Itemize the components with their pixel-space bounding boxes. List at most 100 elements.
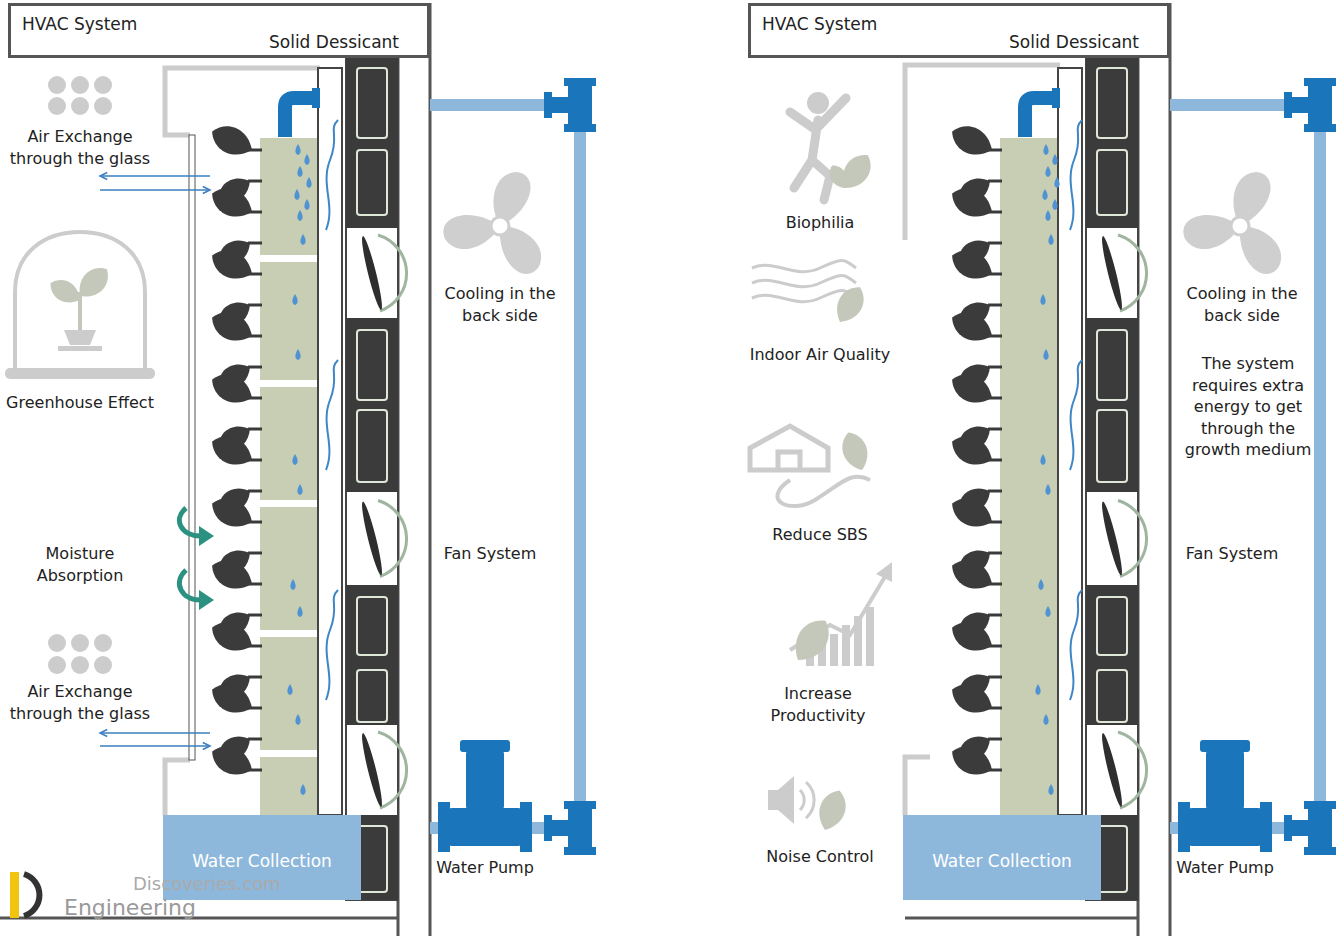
chart-bar bbox=[866, 607, 874, 666]
icon-leaf bbox=[813, 786, 851, 834]
feature-label: Greenhouse Effect bbox=[5, 392, 155, 414]
growth-medium bbox=[260, 262, 318, 380]
pipe-flange bbox=[1304, 801, 1336, 809]
desiccant-cartridge bbox=[357, 826, 387, 892]
desiccant-block bbox=[1086, 55, 1138, 228]
air-arrow bbox=[100, 745, 210, 747]
growth-medium bbox=[260, 757, 318, 815]
fan-arc bbox=[1118, 732, 1147, 808]
pipe-flange bbox=[564, 847, 596, 855]
pump-flange bbox=[1260, 802, 1272, 852]
desiccant-cartridge bbox=[357, 330, 387, 400]
air-flow bbox=[326, 120, 338, 230]
water-droplet bbox=[297, 606, 302, 617]
water-droplet bbox=[1043, 349, 1048, 360]
hvac-box: HVAC SystemSolid Dessicant bbox=[8, 3, 430, 58]
pump-flange bbox=[438, 802, 450, 852]
air-wave bbox=[752, 260, 856, 271]
figure-head bbox=[807, 92, 829, 114]
leaf-stem bbox=[988, 428, 1002, 431]
pump-body bbox=[1206, 748, 1244, 812]
fan-icon-hub bbox=[491, 217, 509, 235]
air-particle bbox=[71, 97, 89, 115]
leaf bbox=[947, 367, 998, 410]
fan-arc bbox=[1118, 235, 1147, 311]
leaf-stem bbox=[248, 242, 262, 245]
logo-bar bbox=[10, 872, 19, 918]
water-droplet bbox=[297, 484, 302, 495]
air-particle bbox=[48, 76, 66, 94]
growth-medium bbox=[260, 637, 318, 750]
desiccant-cartridge bbox=[357, 597, 387, 655]
water-droplet bbox=[297, 166, 302, 177]
water-droplet bbox=[1045, 166, 1050, 177]
chart-arrow-head bbox=[876, 562, 892, 582]
benefit-label: Reduce SBS bbox=[745, 524, 895, 546]
pipe-flange bbox=[1304, 78, 1336, 86]
benefit-label: Increase Productivity bbox=[743, 683, 893, 726]
water-droplet bbox=[304, 154, 309, 165]
leaf bbox=[947, 305, 998, 348]
arrow-head bbox=[100, 173, 107, 180]
component-label: Fan System bbox=[420, 543, 560, 565]
leaf bbox=[947, 119, 998, 162]
pipe-tee bbox=[568, 85, 592, 125]
leaf bbox=[947, 553, 998, 596]
pipe-tee bbox=[1308, 808, 1332, 848]
water-outlet bbox=[1025, 98, 1056, 137]
fan-blade bbox=[359, 235, 385, 311]
pump-cap bbox=[1200, 740, 1250, 752]
water-droplet bbox=[1045, 606, 1050, 617]
desiccant-cartridge bbox=[1097, 597, 1127, 655]
leaf-stem bbox=[248, 738, 262, 741]
leaf bbox=[947, 429, 998, 472]
pipe-tee bbox=[568, 808, 592, 848]
icon-leaf bbox=[786, 612, 837, 668]
leaf bbox=[207, 553, 258, 596]
water-droplet bbox=[297, 210, 302, 221]
air-particle bbox=[71, 656, 89, 674]
leaf-stem bbox=[248, 490, 262, 493]
leaf-stem bbox=[248, 428, 262, 431]
desiccant-block bbox=[1086, 585, 1138, 725]
pipe-flange bbox=[1304, 124, 1336, 132]
pipe-flange bbox=[1052, 88, 1060, 108]
component-label: Water Pump bbox=[1155, 857, 1295, 879]
arrow-head bbox=[199, 526, 214, 546]
moisture-arrow bbox=[179, 570, 200, 600]
leaf-stem bbox=[988, 738, 1002, 741]
leaf bbox=[207, 739, 258, 782]
floor bbox=[905, 917, 1138, 920]
component-name: Solid Dessicant bbox=[269, 31, 399, 54]
water-droplet bbox=[1043, 714, 1048, 725]
leaf-stem bbox=[988, 490, 1002, 493]
water-droplet bbox=[306, 177, 311, 188]
water-droplet bbox=[290, 579, 295, 590]
benefit-label: Noise Control bbox=[745, 846, 895, 868]
water-droplet bbox=[292, 454, 297, 465]
pump-base bbox=[1188, 808, 1262, 846]
water-droplet bbox=[300, 234, 305, 245]
component-name: Solid Dessicant bbox=[1009, 31, 1139, 54]
air-particle bbox=[94, 634, 112, 652]
water-droplet bbox=[1040, 294, 1045, 305]
water-pipe bbox=[1170, 105, 1320, 828]
air-particle bbox=[71, 634, 89, 652]
desiccant-cartridge bbox=[357, 150, 387, 215]
pipe-flange bbox=[312, 88, 320, 108]
plant-pot bbox=[64, 330, 96, 345]
glass-pane bbox=[189, 135, 195, 760]
fan-blade bbox=[359, 501, 385, 577]
desiccant-cartridge bbox=[357, 670, 387, 722]
air-arrow bbox=[100, 732, 210, 734]
leaf bbox=[207, 367, 258, 410]
pump-flange bbox=[520, 802, 532, 852]
water-droplet bbox=[1043, 144, 1048, 155]
fan-blade bbox=[1099, 235, 1125, 311]
leaf bbox=[947, 491, 998, 534]
desiccant-cartridge bbox=[1097, 826, 1127, 892]
speaker-icon bbox=[778, 776, 794, 824]
leaf-stem bbox=[988, 552, 1002, 555]
wall bbox=[1138, 3, 1170, 936]
